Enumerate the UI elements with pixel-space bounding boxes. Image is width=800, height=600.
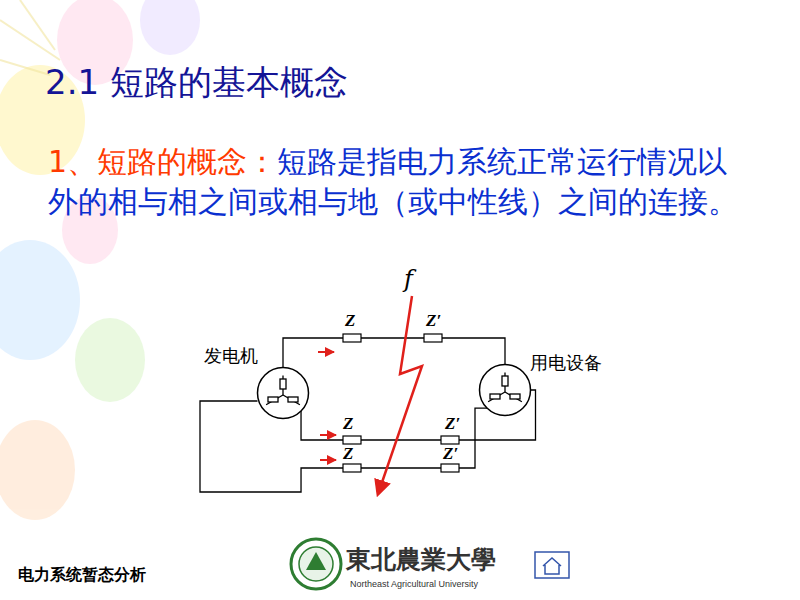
- impedance-symbol: [441, 436, 459, 444]
- definition-paragraph: 1、短路的概念：短路是指电力系统正常运行情况以外的相与相之间或相与地（或中性线）…: [48, 142, 748, 222]
- impedance-label: Z′: [443, 445, 458, 464]
- phase-wire: [283, 338, 505, 368]
- impedance-label: Z′: [426, 312, 441, 331]
- machine-circle: [478, 363, 532, 417]
- generator-symbol: 发电机: [256, 366, 310, 420]
- machine-label: 用电设备: [530, 351, 602, 375]
- home-icon: [535, 552, 569, 578]
- impedance-label: Z: [343, 445, 353, 464]
- impedance-label: Z′: [445, 415, 460, 434]
- current-arrow: [318, 351, 334, 353]
- load-symbol: 用电设备: [478, 363, 532, 417]
- fault-bolt: [378, 296, 422, 494]
- impedance-symbol: [343, 436, 361, 444]
- impedance-label: Z: [345, 312, 355, 331]
- footer-course-name: 电力系统暂态分析: [18, 566, 146, 584]
- impedance-symbol: [441, 464, 459, 472]
- impedance-symbol: [343, 334, 361, 342]
- university-name: 東北農業大學: [346, 546, 496, 574]
- machine-label: 发电机: [204, 344, 258, 368]
- fault-point-label: f: [404, 266, 413, 292]
- phase-wire: [200, 401, 487, 492]
- current-arrow: [320, 459, 336, 461]
- impedance-symbol: [343, 464, 361, 472]
- impedance-label: Z: [343, 415, 353, 434]
- current-arrow: [320, 434, 336, 436]
- definition-heading: 1、短路的概念：: [48, 144, 277, 179]
- impedance-symbol: [424, 334, 442, 342]
- university-english-name: Northeast Agricultural University: [350, 580, 478, 590]
- slide-title: 2.1 短路的基本概念: [45, 60, 348, 106]
- university-logo: [291, 539, 341, 589]
- machine-circle: [256, 366, 310, 420]
